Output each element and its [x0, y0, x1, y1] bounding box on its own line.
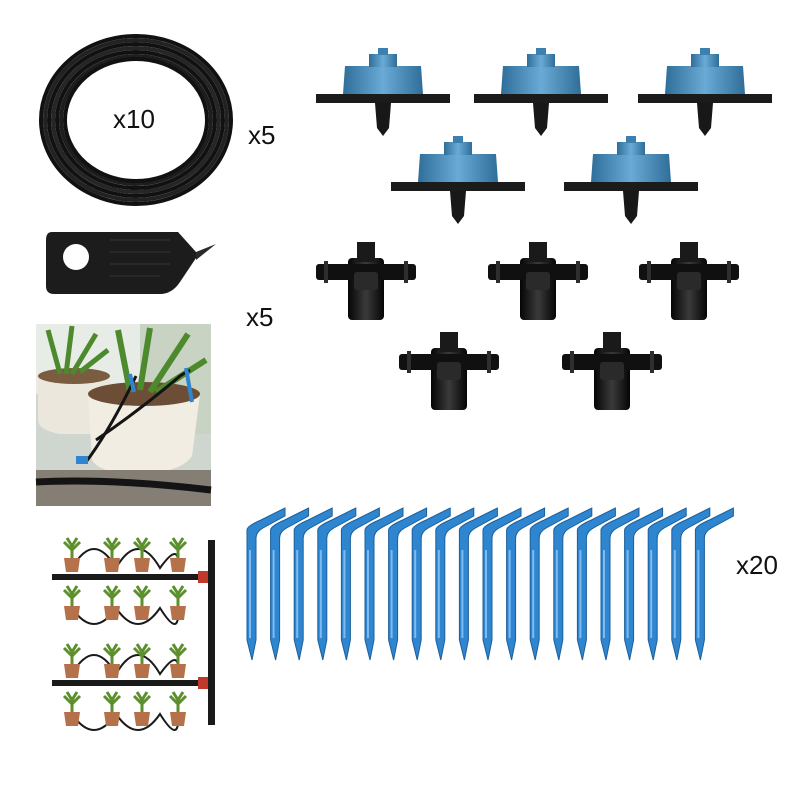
adjustable-dripper-icon — [474, 48, 608, 136]
plant-row-2 — [62, 584, 188, 622]
coiled-hose-icon — [39, 34, 233, 206]
four-way-connector-icon — [639, 242, 739, 320]
drip-arrow-stake-icon — [694, 507, 734, 661]
adjustable-dripper-icon — [564, 136, 698, 224]
four-way-connector-icon — [316, 242, 416, 320]
stake-group — [246, 507, 734, 661]
hose-length-label: x10 — [113, 104, 155, 134]
plant-row-4 — [62, 690, 188, 728]
four-way-connector-icon — [562, 332, 662, 410]
dripper-group — [316, 48, 772, 224]
hose-quantity-label: x5 — [248, 120, 276, 150]
stake-quantity-label: x20 — [736, 550, 778, 580]
adjustable-dripper-icon — [638, 48, 772, 136]
hole-punch-tool-icon — [46, 232, 216, 294]
four-way-connector-icon — [488, 242, 588, 320]
connector-quantity-label: x5 — [246, 302, 274, 332]
garden-photo — [35, 324, 212, 506]
adjustable-dripper-icon — [316, 48, 450, 136]
drip-layout-diagram — [52, 536, 215, 731]
four-way-connector-icon — [399, 332, 499, 410]
adjustable-dripper-icon — [391, 136, 525, 224]
connector-group — [316, 242, 739, 410]
